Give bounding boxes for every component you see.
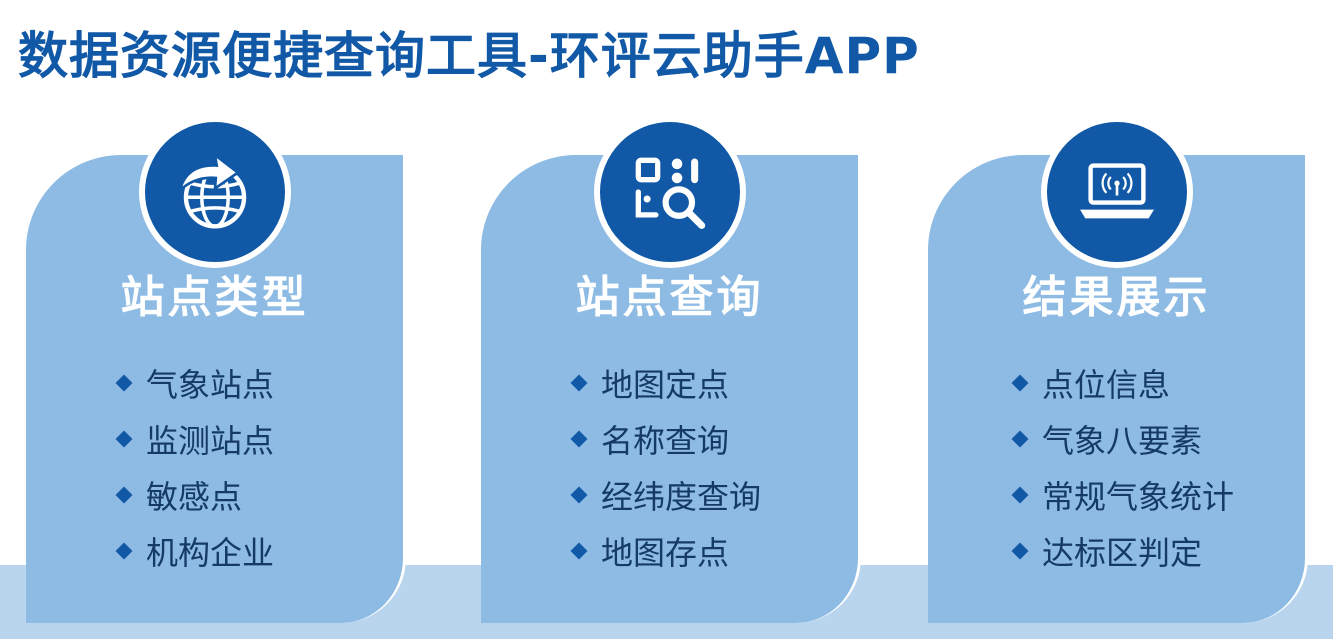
- card-item-list: 气象站点 监测站点 敏感点 机构企业: [115, 355, 275, 579]
- list-item-label: 敏感点: [146, 478, 243, 516]
- card-title: 结果展示: [1022, 272, 1211, 323]
- list-item-label: 点位信息: [1042, 366, 1171, 404]
- list-item-label: 常规气象统计: [1042, 478, 1235, 516]
- diamond-bullet-icon: [570, 430, 588, 448]
- list-item-label: 机构企业: [146, 534, 275, 572]
- list-item: 敏感点: [115, 467, 274, 523]
- list-item: 监测站点: [115, 411, 275, 467]
- list-item-label: 经纬度查询: [601, 478, 762, 516]
- diamond-bullet-icon: [1011, 374, 1029, 392]
- diamond-bullet-icon: [570, 486, 588, 504]
- list-item: 地图存点: [570, 523, 761, 579]
- diamond-bullet-icon: [570, 374, 588, 392]
- list-item: 经纬度查询: [570, 467, 762, 523]
- list-item: 地图定点: [570, 355, 761, 411]
- diamond-bullet-icon: [115, 486, 133, 504]
- page-title: 数据资源便捷查询工具-环评云助手APP: [18, 27, 920, 85]
- diamond-bullet-icon: [115, 430, 133, 448]
- list-item: 常规气象统计: [1011, 467, 1235, 523]
- list-item-label: 达标区判定: [1042, 534, 1203, 572]
- card-station-query: 站点查询 地图定点 名称查询 经纬度查询 地图存点: [481, 116, 861, 623]
- list-item-label: 监测站点: [146, 422, 275, 460]
- card-icon-badge: [1040, 116, 1193, 268]
- card-title: 站点查询: [575, 272, 764, 323]
- diamond-bullet-icon: [1011, 486, 1029, 504]
- list-item: 气象站点: [115, 355, 275, 411]
- list-item: 机构企业: [115, 523, 275, 579]
- list-item-label: 气象八要素: [1042, 422, 1203, 460]
- card-item-list: 地图定点 名称查询 经纬度查询 地图存点: [570, 355, 762, 579]
- globe-arrow-icon: [176, 151, 246, 229]
- diamond-bullet-icon: [115, 542, 133, 560]
- card-title: 站点类型: [120, 272, 309, 323]
- laptop-signal-icon: [1079, 163, 1154, 219]
- qr-search-icon: [635, 157, 705, 229]
- card-item-list: 点位信息 气象八要素 常规气象统计 达标区判定: [1011, 355, 1235, 579]
- diamond-bullet-icon: [1011, 430, 1029, 448]
- list-item: 气象八要素: [1011, 411, 1234, 467]
- card-result-display: 结果展示 点位信息 气象八要素 常规气象统计 达标区判定: [928, 116, 1308, 623]
- list-item: 点位信息: [1011, 355, 1234, 411]
- diamond-bullet-icon: [570, 542, 588, 560]
- list-item-label: 名称查询: [601, 422, 730, 460]
- card-station-types: 站点类型 气象站点 监测站点 敏感点 机构企业: [26, 116, 406, 623]
- card-icon-badge: [138, 116, 291, 268]
- diamond-bullet-icon: [1011, 542, 1029, 560]
- list-item-label: 气象站点: [146, 366, 275, 404]
- diamond-bullet-icon: [115, 374, 133, 392]
- list-item-label: 地图存点: [601, 534, 730, 572]
- list-item: 达标区判定: [1011, 523, 1234, 579]
- list-item-label: 地图定点: [601, 366, 730, 404]
- card-icon-badge: [593, 116, 746, 268]
- list-item: 名称查询: [570, 411, 761, 467]
